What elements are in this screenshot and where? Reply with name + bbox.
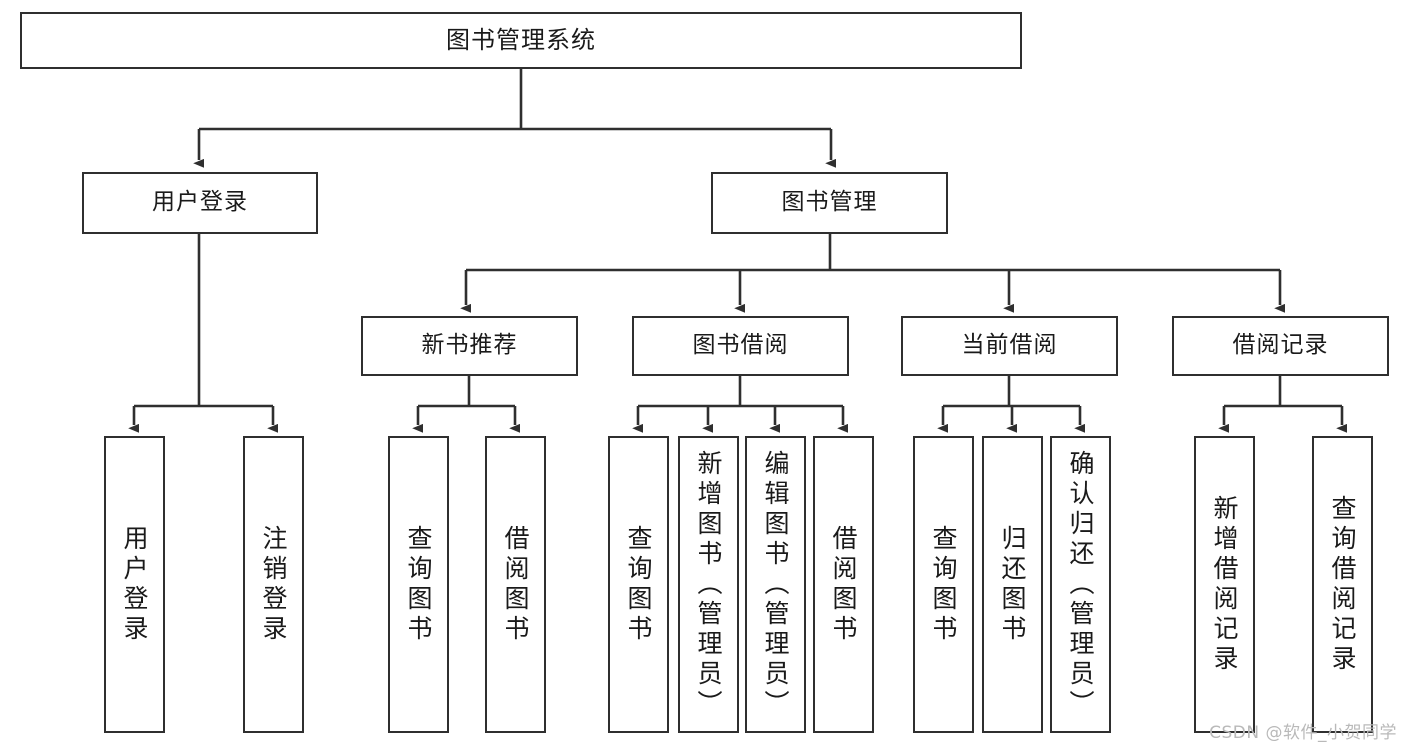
node-new-book-recommend-label: 新书推荐 [421,332,518,359]
leaf-query-book-current-label: 查询图书 [929,524,958,645]
node-root[interactable]: 图书管理系统 [20,12,1022,69]
node-book-management[interactable]: 图书管理 [711,172,948,234]
node-borrow-records-label: 借阅记录 [1232,332,1329,359]
node-book-management-label: 图书管理 [781,189,878,216]
leaf-user-login[interactable]: 用户登录 [104,436,165,733]
leaf-borrow-book-newbook-label: 借阅图书 [501,524,530,645]
node-user-login[interactable]: 用户登录 [82,172,318,234]
leaf-add-borrow-record[interactable]: 新增借阅记录 [1194,436,1255,733]
node-root-label: 图书管理系统 [446,26,596,55]
leaf-query-book-borrow-label: 查询图书 [624,524,653,645]
leaf-logout[interactable]: 注销登录 [243,436,304,733]
leaf-query-borrow-record[interactable]: 查询借阅记录 [1312,436,1373,733]
leaf-borrow-book-newbook[interactable]: 借阅图书 [485,436,546,733]
leaf-query-book-newbook-label: 查询图书 [404,524,433,645]
node-user-login-label: 用户登录 [152,189,248,216]
leaf-query-book-borrow[interactable]: 查询图书 [608,436,669,733]
node-current-borrow-label: 当前借阅 [961,332,1058,359]
leaf-add-borrow-record-label: 新增借阅记录 [1210,494,1239,675]
leaf-borrow-book[interactable]: 借阅图书 [813,436,874,733]
leaf-add-book-admin-label: 新增图书（管理员） [694,449,723,720]
leaf-edit-book-admin[interactable]: 编辑图书（管理员） [745,436,806,733]
node-book-borrow[interactable]: 图书借阅 [632,316,849,376]
leaf-confirm-return-admin-label: 确认归还（管理员） [1066,449,1095,720]
leaf-confirm-return-admin[interactable]: 确认归还（管理员） [1050,436,1111,733]
node-borrow-records[interactable]: 借阅记录 [1172,316,1389,376]
leaf-edit-book-admin-label: 编辑图书（管理员） [761,449,790,720]
leaf-logout-label: 注销登录 [259,524,288,645]
node-new-book-recommend[interactable]: 新书推荐 [361,316,578,376]
leaf-query-book-newbook[interactable]: 查询图书 [388,436,449,733]
watermark: CSDN @软件_小贺同学 [1209,723,1397,743]
leaf-query-borrow-record-label: 查询借阅记录 [1328,494,1357,675]
leaf-return-book-label: 归还图书 [998,524,1027,645]
leaf-return-book[interactable]: 归还图书 [982,436,1043,733]
node-book-borrow-label: 图书借阅 [692,332,789,359]
leaf-borrow-book-label: 借阅图书 [829,524,858,645]
leaf-user-login-label: 用户登录 [120,524,149,645]
node-current-borrow[interactable]: 当前借阅 [901,316,1118,376]
leaf-add-book-admin[interactable]: 新增图书（管理员） [678,436,739,733]
leaf-query-book-current[interactable]: 查询图书 [913,436,974,733]
